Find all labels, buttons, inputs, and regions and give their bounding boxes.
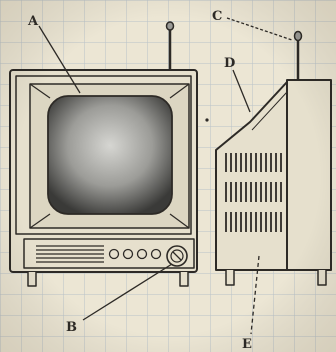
tv-diagram: A B C D E — [0, 0, 336, 352]
paper-vignette — [0, 0, 336, 352]
diagram-canvas: A B C D E — [0, 0, 336, 352]
